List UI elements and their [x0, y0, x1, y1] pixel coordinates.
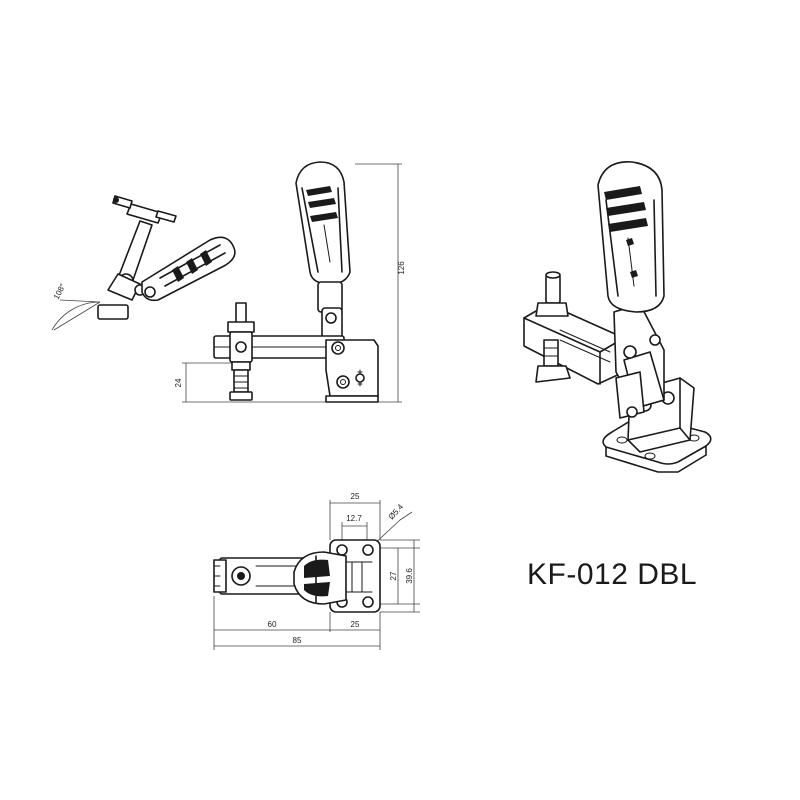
dim-base-width: 25 [351, 492, 360, 501]
side-elevation-view: 126 24 [174, 161, 406, 403]
angle-label: 108° [52, 282, 68, 301]
dim-spindle-height: 24 [174, 378, 183, 387]
isometric-view [523, 161, 712, 473]
dim-base-length: 25 [351, 620, 360, 629]
model-title: KF-012 DBL [527, 558, 697, 591]
dim-arm-reach: 60 [268, 620, 277, 629]
dim-base-depth: 39.6 [405, 568, 414, 584]
top-plan-view: 25 12.7 Ø5.4 27 39.6 [213, 492, 420, 650]
dim-height: 126 [397, 261, 406, 275]
dim-overall-length: 85 [293, 636, 302, 645]
dim-hole-pitch: 27 [389, 571, 398, 580]
dim-hole-spacing: 12.7 [346, 514, 362, 523]
open-position-view: 108° [51, 195, 236, 331]
